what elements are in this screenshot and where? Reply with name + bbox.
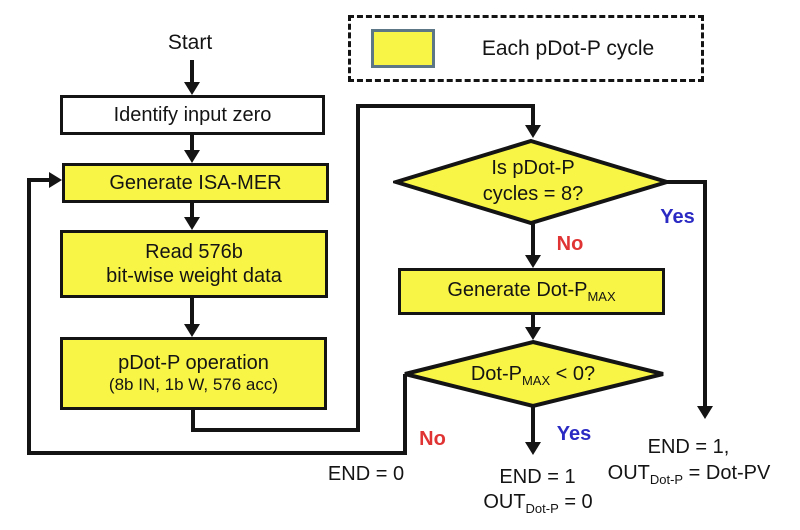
end1-right-label: END = 1, [647,436,730,458]
arrowhead-into-genmax [525,255,541,268]
diamond1-line2: cycles = 8? [482,183,584,205]
legend-yellow-swatch [371,29,435,68]
connector-start-identify [190,60,194,85]
yes1-label: Yes [660,206,695,228]
end0-label: END = 0 [327,463,405,485]
connector-diamond1-genmax [531,224,535,256]
diamond1-line1: Is pDot-P [491,157,575,179]
connector-pdotp-exit [191,410,195,432]
connector-top-over [356,104,535,108]
connector-into-diamond1 [531,104,535,127]
arrowhead-into-read [184,217,200,230]
no2-label: No [419,428,446,450]
isamer-box-label: Generate ISA-MER [109,172,282,194]
connector-left-rail [27,178,31,455]
connector-read-pdotp [190,298,194,326]
start-label: Start [167,31,213,54]
end1-mid-label: END = 1 [499,466,576,488]
connector-bottom-rail [27,451,407,455]
process-read-weight-data: Read 576b bit-wise weight data [60,230,328,298]
connector-diamond1-yes-right [666,180,707,184]
connector-diamond2-yes [531,406,535,444]
genmax-box-label: Generate Dot-PMAX [447,279,616,305]
diamond1-text: Is pDot-P cycles = 8? [433,155,633,207]
read-box-line1: Read 576b [145,241,243,263]
out-mid-subscript: Dot-P [525,501,559,516]
arrowhead-yes-end [525,442,541,455]
connector-isamer-read [190,203,194,219]
decision-diamond-dotpmax [404,339,664,409]
diamond2-text: Dot-PMAX < 0? [470,363,596,388]
arrowhead-into-diamond2 [525,327,541,340]
arrowhead-into-pdotp [184,324,200,337]
arrowhead-yes1-end [697,406,713,419]
arrowhead-into-identify [184,82,200,95]
no1-label: No [556,233,584,255]
read-box-line2: bit-wise weight data [106,265,282,287]
connector-right-rail-down [703,180,707,408]
pdotp-box-line2: (8b IN, 1b W, 576 acc) [108,375,279,395]
connector-genmax-diamond2 [531,315,535,329]
arrowhead-into-isamer [184,150,200,163]
arrowhead-into-isamer-left [49,172,62,188]
connector-rail-up [356,104,360,432]
identify-box-label: Identify input zero [113,104,272,126]
out-mid-label: OUTDot-P = 0 [483,491,593,516]
process-pdotp-operation: pDot-P operation (8b IN, 1b W, 576 acc) [60,337,327,410]
connector-feedback-into-isamer [27,178,52,182]
pdotp-box-line1: pDot-P operation [118,352,269,375]
connector-bottom-to-rail [191,428,360,432]
process-identify-input-zero: Identify input zero [60,95,325,135]
process-generate-isa-mer: Generate ISA-MER [62,163,329,203]
decision-diamond-cycles [393,138,670,226]
genmax-subscript: MAX [587,289,616,305]
connector-diamond2-no-down [403,374,407,455]
process-generate-dotp-max: Generate Dot-PMAX [398,268,665,315]
out-right-label: OUTDot-P = Dot-PV [607,462,771,487]
diamond2-subscript: MAX [521,373,551,388]
legend-box: Each pDot-P cycle [348,15,704,82]
out-right-subscript: Dot-P [649,472,684,487]
legend-label: Each pDot-P cycle [481,36,655,60]
connector-identify-isamer [190,135,194,152]
arrowhead-into-diamond1 [525,125,541,138]
yes2-label: Yes [556,423,592,445]
